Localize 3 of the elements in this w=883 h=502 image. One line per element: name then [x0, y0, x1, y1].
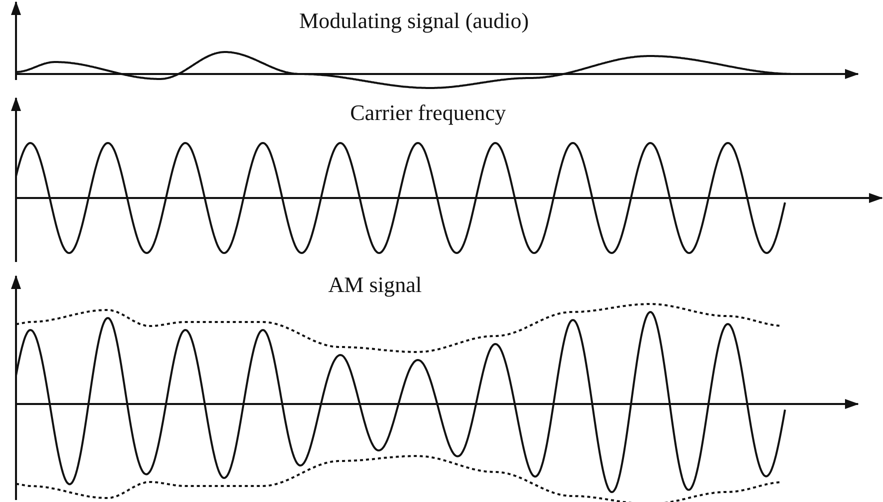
chart-title: AM signal	[328, 272, 422, 298]
chart-title: Modulating signal (audio)	[299, 8, 529, 34]
chart-title: Carrier frequency	[350, 100, 506, 126]
